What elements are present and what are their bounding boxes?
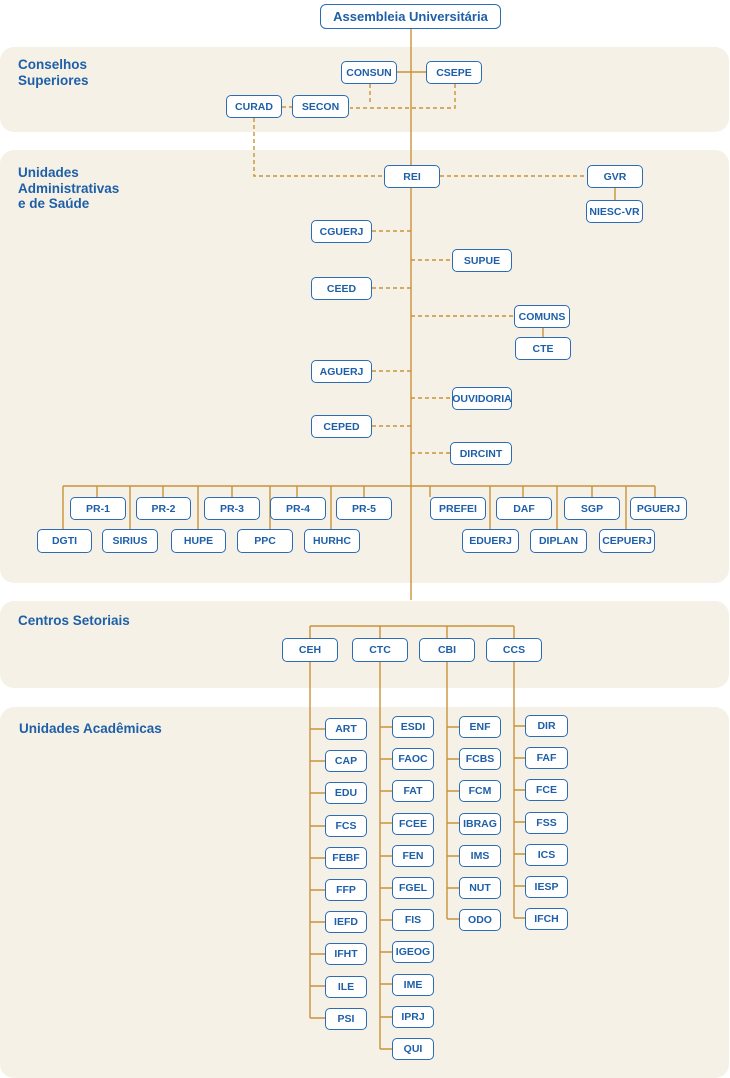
academic-unit-esdi-node[interactable]: ESDI	[392, 716, 434, 738]
section-conselhos: Conselhos Superiores	[0, 47, 729, 132]
academic-unit-ibrag-node[interactable]: IBRAG	[459, 813, 501, 835]
center-cbi-node[interactable]: CBI	[419, 638, 475, 662]
center-ctc-node[interactable]: CTC	[352, 638, 408, 662]
academic-unit-fcee-node[interactable]: FCEE	[392, 813, 434, 835]
academic-unit-ics-node[interactable]: ICS	[525, 844, 568, 866]
assembleia-node[interactable]: Assembleia Universitária	[320, 4, 501, 29]
academic-unit-qui-node[interactable]: QUI	[392, 1038, 434, 1060]
consun-node[interactable]: CONSUN	[341, 61, 397, 84]
academic-unit-odo-node[interactable]: ODO	[459, 909, 501, 931]
academic-unit-fat-node[interactable]: FAT	[392, 780, 434, 802]
section-title: Unidades Acadêmicas	[19, 721, 162, 736]
academic-unit-fcs-node[interactable]: FCS	[325, 815, 367, 837]
academic-unit-febf-node[interactable]: FEBF	[325, 847, 367, 869]
center-ccs-node[interactable]: CCS	[486, 638, 542, 662]
secon-node[interactable]: SECON	[292, 95, 349, 118]
dgti-node[interactable]: DGTI	[37, 529, 92, 553]
ouvidoria-node[interactable]: OUVIDORIA	[452, 387, 512, 410]
academic-unit-iesp-node[interactable]: IESP	[525, 876, 568, 898]
academic-unit-ffp-node[interactable]: FFP	[325, 879, 367, 901]
academic-unit-fis-node[interactable]: FIS	[392, 909, 434, 931]
academic-unit-fen-node[interactable]: FEN	[392, 845, 434, 867]
pr3-node[interactable]: PR-3	[204, 497, 260, 520]
academic-unit-iprj-node[interactable]: IPRJ	[392, 1006, 434, 1028]
csepe-node[interactable]: CSEPE	[426, 61, 482, 84]
academic-unit-dir-node[interactable]: DIR	[525, 715, 568, 737]
cguerj-node[interactable]: CGUERJ	[311, 220, 372, 243]
section-title: Unidades Administrativas e de Saúde	[18, 165, 120, 211]
academic-unit-cap-node[interactable]: CAP	[325, 750, 367, 772]
prefei-node[interactable]: PREFEI	[430, 497, 486, 520]
comuns-node[interactable]: COMUNS	[514, 305, 570, 328]
academic-unit-psi-node[interactable]: PSI	[325, 1008, 367, 1030]
academic-unit-fce-node[interactable]: FCE	[525, 779, 568, 801]
sirius-node[interactable]: SIRIUS	[102, 529, 158, 553]
ceped-node[interactable]: CEPED	[311, 415, 372, 438]
cte-node[interactable]: CTE	[515, 337, 571, 360]
pr5-node[interactable]: PR-5	[336, 497, 392, 520]
academic-unit-nut-node[interactable]: NUT	[459, 877, 501, 899]
rei-node[interactable]: REI	[384, 165, 440, 188]
gvr-node[interactable]: GVR	[587, 165, 643, 188]
ceed-node[interactable]: CEED	[311, 277, 372, 300]
academic-unit-faf-node[interactable]: FAF	[525, 747, 568, 769]
academic-unit-ile-node[interactable]: ILE	[325, 976, 367, 998]
diplan-node[interactable]: DIPLAN	[530, 529, 587, 553]
cepuerj-node[interactable]: CEPUERJ	[599, 529, 655, 553]
sgp-node[interactable]: SGP	[564, 497, 620, 520]
section-title: Centros Setoriais	[18, 613, 130, 628]
academic-unit-ifht-node[interactable]: IFHT	[325, 943, 367, 965]
aguerj-node[interactable]: AGUERJ	[311, 360, 372, 383]
curad-node[interactable]: CURAD	[226, 95, 282, 118]
daf-node[interactable]: DAF	[496, 497, 552, 520]
pr1-node[interactable]: PR-1	[70, 497, 126, 520]
academic-unit-iefd-node[interactable]: IEFD	[325, 911, 367, 933]
niesc-vr-node[interactable]: NIESC-VR	[586, 200, 643, 223]
academic-unit-ime-node[interactable]: IME	[392, 974, 434, 996]
academic-unit-art-node[interactable]: ART	[325, 718, 367, 740]
academic-unit-igeog-node[interactable]: IGEOG	[392, 941, 434, 963]
pr4-node[interactable]: PR-4	[270, 497, 326, 520]
hurhc-node[interactable]: HURHC	[304, 529, 360, 553]
academic-unit-fcbs-node[interactable]: FCBS	[459, 748, 501, 770]
ppc-node[interactable]: PPC	[237, 529, 293, 553]
center-ceh-node[interactable]: CEH	[282, 638, 338, 662]
academic-unit-ifch-node[interactable]: IFCH	[525, 908, 568, 930]
academic-unit-edu-node[interactable]: EDU	[325, 782, 367, 804]
academic-unit-fcm-node[interactable]: FCM	[459, 780, 501, 802]
supue-node[interactable]: SUPUE	[452, 249, 512, 272]
eduerj-node[interactable]: EDUERJ	[462, 529, 519, 553]
dircint-node[interactable]: DIRCINT	[450, 442, 512, 465]
pr2-node[interactable]: PR-2	[136, 497, 191, 520]
academic-unit-ims-node[interactable]: IMS	[459, 845, 501, 867]
academic-unit-faoc-node[interactable]: FAOC	[392, 748, 434, 770]
section-title: Conselhos Superiores	[18, 57, 89, 88]
academic-unit-fss-node[interactable]: FSS	[525, 812, 568, 834]
pguerj-node[interactable]: PGUERJ	[630, 497, 687, 520]
hupe-node[interactable]: HUPE	[171, 529, 226, 553]
academic-unit-fgel-node[interactable]: FGEL	[392, 877, 434, 899]
academic-unit-enf-node[interactable]: ENF	[459, 716, 501, 738]
